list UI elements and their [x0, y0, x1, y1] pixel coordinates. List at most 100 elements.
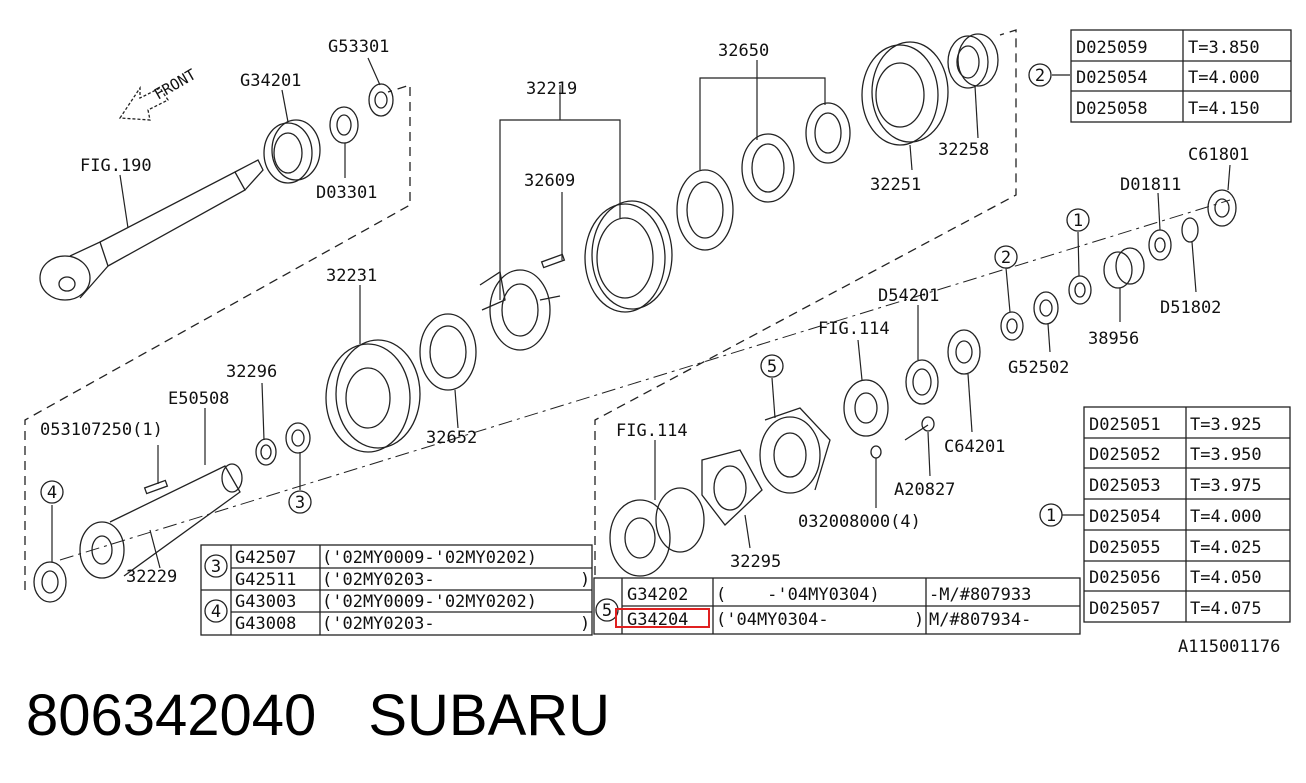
leader-lines: [51, 57, 1231, 569]
caption: 806342040 SUBARU: [26, 682, 610, 749]
shim-d54201: [905, 359, 939, 405]
label-32231: 32231: [326, 266, 377, 286]
callout-1-table: 1: [1046, 506, 1056, 526]
label-32609: 32609: [524, 171, 575, 191]
table-tr-part-1: D025054: [1076, 68, 1148, 88]
label-032008000: 032008000(4): [798, 512, 921, 532]
callout-circle-4-table: [204, 599, 228, 623]
label-fig190: FIG.190: [80, 156, 152, 176]
callout-4: 4: [47, 483, 57, 503]
table-br-t-3: T=4.000: [1190, 507, 1262, 527]
diagram-canvas: 4 3 1 2 5 2 1 3 4 5 FRONT G53301 G34201 …: [24, 29, 1292, 657]
table-mid-close-1: ): [914, 610, 924, 630]
table-left: G42507 ('02MY0009-'02MY0202) G42511 ('02…: [200, 544, 593, 636]
callout-3-table: 3: [211, 557, 221, 577]
ring-32652: [419, 313, 477, 391]
label-38956: 38956: [1088, 329, 1139, 349]
ring-g52502: [1033, 291, 1059, 325]
bearing-38956: [1103, 247, 1145, 289]
label-e50508: E50508: [168, 389, 229, 409]
table-tr-part-2: D025058: [1076, 99, 1148, 119]
table-br-t-0: T=3.925: [1190, 415, 1262, 435]
label-fig114-upper: FIG.114: [818, 319, 890, 339]
washer-callout1: [1068, 275, 1092, 305]
table-mid-part-0: G34202: [627, 585, 688, 605]
label-32251: 32251: [870, 175, 921, 195]
table-tr-part-0: D025059: [1076, 38, 1148, 58]
table-br-part-4: D025055: [1089, 538, 1161, 558]
callout-4-table: 4: [211, 602, 221, 622]
label-c61801: C61801: [1188, 145, 1249, 165]
washer-callout2: [1000, 311, 1024, 341]
label-32219: 32219: [526, 79, 577, 99]
shaft-fig190: [39, 159, 264, 301]
table-mid-range-1: ('04MY0304-: [716, 610, 829, 630]
callout-5-table: 5: [602, 601, 612, 621]
label-c64201: C64201: [944, 437, 1005, 457]
label-d03301: D03301: [316, 183, 377, 203]
table-bottom-right: D025051 T=3.925 D025052 T=3.950 D025053 …: [1083, 406, 1291, 623]
table-mid-range-0: ( -'04MY0304): [716, 585, 880, 605]
label-a20827: A20827: [894, 480, 955, 500]
sleeve-ring: [584, 200, 673, 313]
table-br-part-2: D025053: [1089, 476, 1161, 496]
bearing-fig114-upper: [843, 379, 889, 437]
table-tr-t-0: T=3.850: [1188, 38, 1260, 58]
label-d54201: D54201: [878, 286, 939, 306]
label-32652: 32652: [426, 428, 477, 448]
label-32650: 32650: [718, 41, 769, 61]
callout-circle-4: [40, 480, 64, 504]
table-br-t-6: T=4.075: [1190, 599, 1262, 619]
table-tr-t-1: T=4.000: [1188, 68, 1260, 88]
rings-32650: [676, 102, 851, 251]
table-left-range-3b: ('02MY0203-: [322, 570, 435, 590]
table-br-part-3: D025054: [1089, 507, 1161, 527]
table-br-t-2: T=3.975: [1190, 476, 1262, 496]
label-32296: 32296: [226, 362, 277, 382]
part-number: 806342040: [26, 683, 317, 748]
table-br-t-4: T=4.025: [1190, 538, 1262, 558]
callout-circle-5-diagram: [760, 354, 784, 378]
hub-32219: [479, 269, 561, 351]
table-left-close-4b: ): [580, 614, 590, 634]
highlight-box: [615, 608, 710, 628]
key-32609: [540, 253, 566, 269]
callout-circle-1-table: [1039, 503, 1063, 527]
table-left-range-3a: ('02MY0009-'02MY0202): [322, 548, 537, 568]
dashed-boundary-left: [24, 84, 411, 590]
table-br-part-5: D025056: [1089, 568, 1161, 588]
label-g52502: G52502: [1008, 358, 1069, 378]
key-e50508: [143, 479, 169, 495]
ring-g53301: [368, 83, 394, 117]
housing-callout5: [759, 407, 831, 494]
bearing-4: [33, 561, 67, 603]
table-tr-t-2: T=4.150: [1188, 99, 1260, 119]
label-d51802: D51802: [1160, 298, 1221, 318]
table-br-t-5: T=4.050: [1190, 568, 1262, 588]
center-axis: [59, 199, 1231, 561]
callout-circle-2-diagram: [994, 245, 1018, 269]
needle-bearing: [285, 422, 311, 454]
label-32295: 32295: [730, 552, 781, 572]
callout-1: 1: [1073, 211, 1083, 231]
label-g53301: G53301: [328, 37, 389, 57]
callout-circle-1-diagram: [1066, 208, 1090, 232]
table-left-part-3a: G42507: [235, 548, 296, 568]
front-arrow-icon: [118, 85, 169, 121]
callout-circle-3: [288, 490, 312, 514]
washer-d01811: [1148, 229, 1172, 261]
gear-32231: [325, 339, 421, 453]
bearing-g34201: [263, 119, 321, 184]
gasket-32295: [701, 449, 763, 526]
table-br-part-6: D025057: [1089, 599, 1161, 619]
brand-name: SUBARU: [368, 683, 611, 748]
table-left-part-4a: G43003: [235, 592, 296, 612]
label-32258: 32258: [938, 140, 989, 160]
dashed-boundary-right: [594, 29, 1017, 575]
collar-32258: [947, 33, 999, 89]
nut-c64201: [947, 329, 981, 375]
table-mid-part-1: G34204: [627, 610, 688, 630]
ring-d51802: [1181, 217, 1199, 243]
table-left-range-4a: ('02MY0009-'02MY0202): [322, 592, 537, 612]
